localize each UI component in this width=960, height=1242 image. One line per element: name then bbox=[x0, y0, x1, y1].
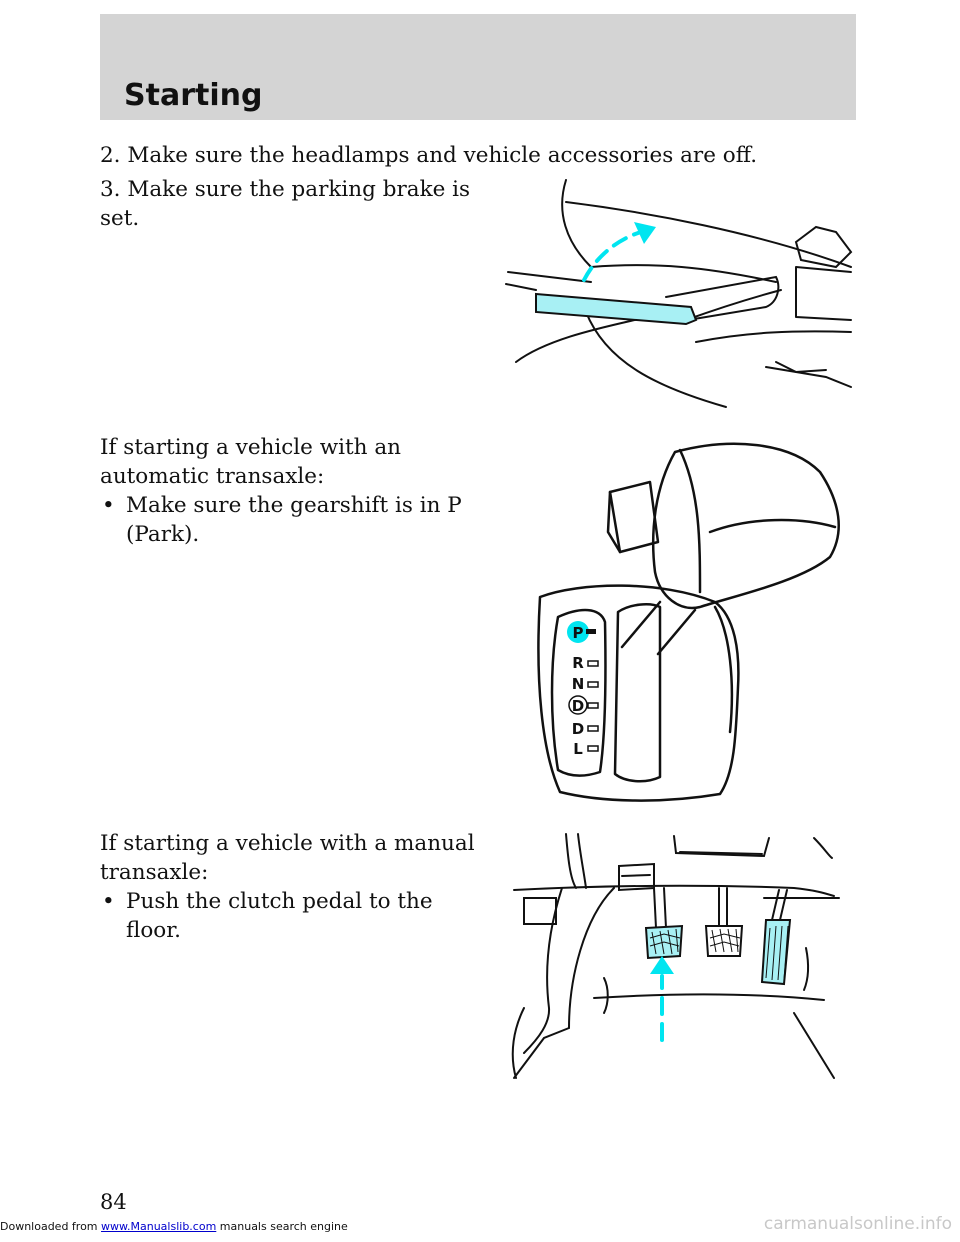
manualslib-link[interactable]: www.Manualslib.com bbox=[101, 1220, 217, 1233]
page-number: 84 bbox=[100, 1190, 127, 1214]
section-title: Starting bbox=[124, 78, 263, 113]
manual-bullet-line1: •Push the clutch pedal to the bbox=[102, 889, 433, 914]
gear-position-l: L bbox=[573, 740, 583, 758]
section-header-band: Starting bbox=[100, 14, 856, 120]
gear-position-n: N bbox=[572, 675, 585, 693]
download-footer: Downloaded from www.Manualslib.com manua… bbox=[0, 1220, 348, 1233]
automatic-intro-line1: If starting a vehicle with an bbox=[100, 435, 401, 460]
manual-intro-line1: If starting a vehicle with a manual bbox=[100, 831, 475, 856]
gear-position-d: D bbox=[572, 720, 584, 738]
clutch-pedal-illustration bbox=[494, 828, 856, 1090]
step-3-text-line1: 3. Make sure the parking brake is bbox=[100, 177, 471, 202]
parking-brake-illustration bbox=[496, 172, 858, 412]
watermark: carmanualsonline.info bbox=[763, 1214, 952, 1234]
gear-position-r: R bbox=[572, 654, 584, 672]
bullet-icon: • bbox=[102, 889, 115, 914]
bullet-icon: • bbox=[102, 493, 115, 518]
automatic-intro-line2: automatic transaxle: bbox=[100, 464, 325, 489]
step-2-text: 2. Make sure the headlamps and vehicle a… bbox=[100, 143, 758, 168]
step-3-text-line2: set. bbox=[100, 206, 140, 231]
automatic-bullet-line1: •Make sure the gearshift is in P bbox=[102, 493, 462, 518]
automatic-bullet-line2: (Park). bbox=[126, 522, 200, 547]
gear-position-p: P bbox=[573, 624, 584, 642]
gear-position-od: D bbox=[572, 697, 584, 715]
manual-intro-line2: transaxle: bbox=[100, 860, 209, 885]
manual-bullet-line2: floor. bbox=[126, 918, 181, 943]
gearshift-illustration: P R N D D L bbox=[530, 432, 848, 810]
